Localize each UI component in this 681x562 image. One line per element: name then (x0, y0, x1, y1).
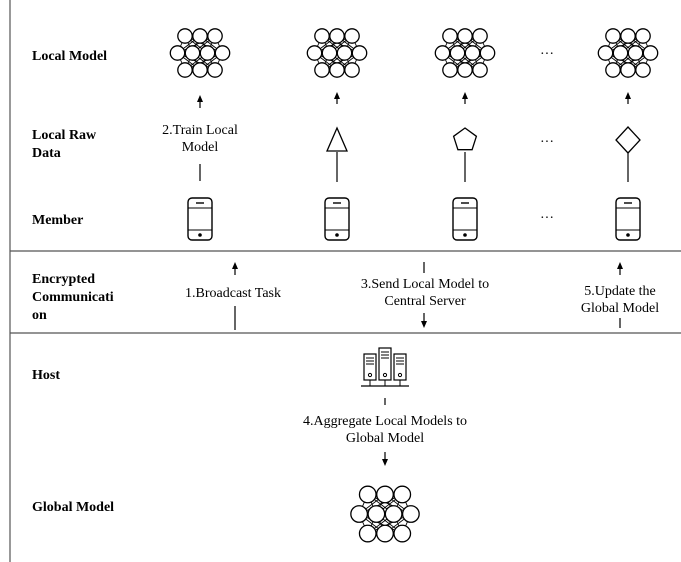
row-label-encrypted-communication: Encrypted Communicati on (32, 272, 114, 323)
model-arrow-up-2 (334, 92, 340, 104)
train-arrow-up (197, 95, 203, 108)
step-update-global-model: 5.Update the Global Model (580, 284, 660, 316)
step-train-local-model: 2.Train Local Model (162, 123, 238, 155)
send-arrow-down (421, 313, 427, 328)
update-arrow-up (617, 262, 623, 275)
local-model-icon-1 (169, 28, 231, 78)
aggregate-arrow-down (382, 452, 388, 466)
member-smartphone-icon-2 (324, 197, 350, 241)
model-arrow-up-4 (625, 92, 631, 104)
member-smartphone-icon-1 (187, 197, 213, 241)
local-model-icon-3 (434, 28, 496, 78)
ellipsis-members: ··· (540, 211, 554, 226)
local-model-icon-2 (306, 28, 368, 78)
broadcast-arrow-up (232, 262, 238, 275)
step-send-local-model: 3.Send Local Model to Central Server (360, 277, 490, 309)
raw-data-triangle-icon (326, 126, 348, 182)
ellipsis-models: ··· (540, 47, 554, 62)
step-aggregate-local-models: 4.Aggregate Local Models to Global Model (302, 414, 468, 446)
row-label-local-raw-data: Local Raw Data (32, 128, 97, 161)
raw-data-pentagon-icon (452, 127, 478, 182)
global-model-icon (350, 485, 420, 543)
row-label-member: Member (32, 213, 84, 228)
row-label-local-model: Local Model (32, 49, 108, 64)
step-broadcast-task: 1.Broadcast Task (185, 286, 281, 301)
member-smartphone-icon-3 (452, 197, 478, 241)
ellipsis-data: ··· (540, 135, 554, 150)
raw-data-diamond-icon (615, 126, 641, 182)
local-model-icon-4 (597, 28, 659, 78)
member-smartphone-icon-4 (615, 197, 641, 241)
row-label-host: Host (32, 368, 60, 383)
host-server-icon (361, 347, 409, 387)
model-arrow-up-3 (462, 92, 468, 104)
row-label-global-model: Global Model (32, 500, 115, 515)
